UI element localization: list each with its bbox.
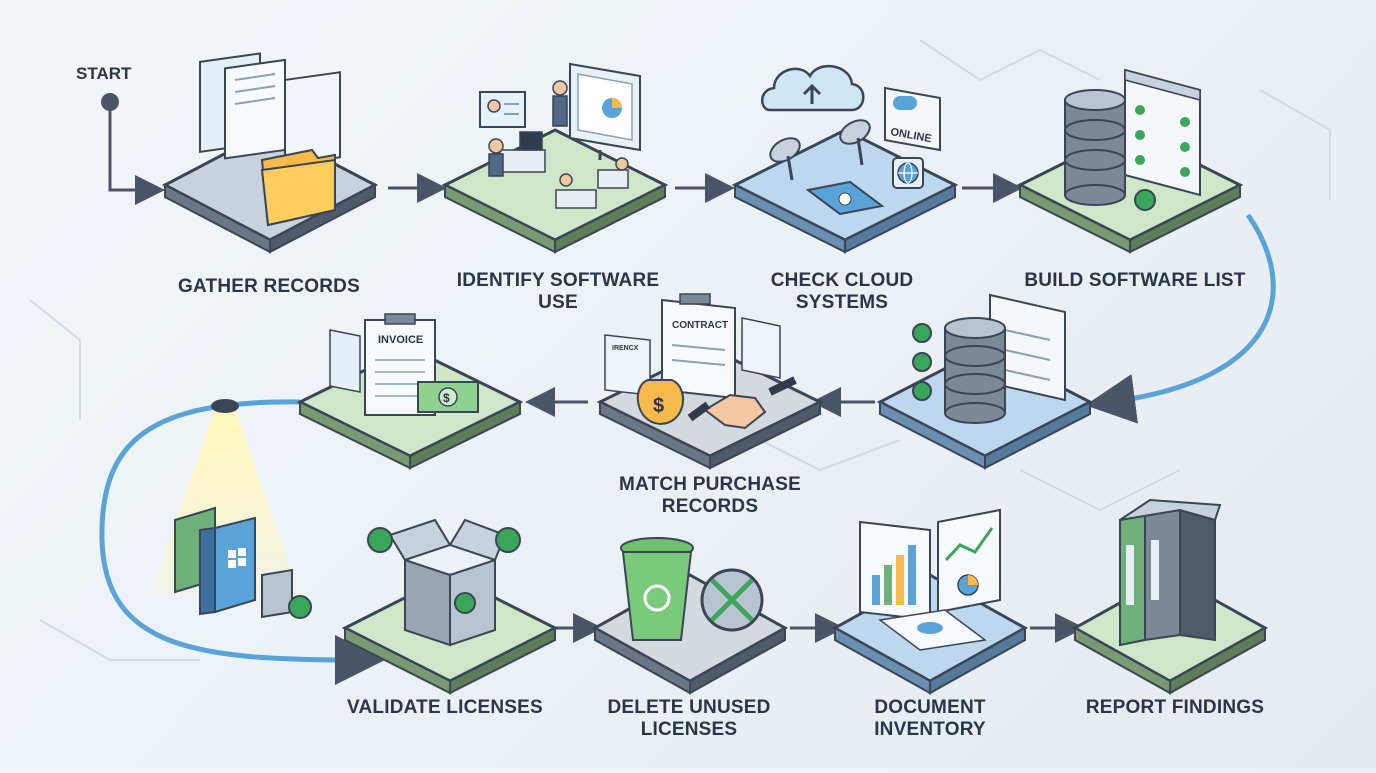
tile-identify-software-use [441, 62, 669, 254]
recycle-bin-icon [620, 537, 694, 641]
step-label-match-purchase-records: MATCH PURCHASE RECORDS [619, 474, 801, 517]
background-lines [29, 39, 1331, 661]
folder-icon [260, 148, 336, 227]
tile-build-software-list [1016, 68, 1244, 254]
list-panel-icon [989, 293, 1066, 402]
invoice-text: INVOICE [378, 334, 423, 346]
tile-invoice: INVOICE $ [296, 313, 524, 470]
small-invoice-text: IRENCX [612, 345, 639, 352]
online-panel-icon: ONLINE [884, 86, 941, 152]
handshake-icon [687, 376, 797, 430]
tile-match-purchase-records: CONTRACT IRENCX $ [596, 293, 824, 470]
database-icon [1064, 89, 1126, 206]
start-connector [101, 93, 165, 205]
flow-arrow-right-curve [1085, 213, 1276, 424]
document-stack-icon [199, 52, 341, 167]
tile-software-list-database [876, 293, 1094, 470]
step-label-validate-licenses: VALIDATE LICENSES [347, 697, 543, 718]
step-label-report-findings: REPORT FINDINGS [1085, 697, 1265, 718]
step-label-identify-software-use: IDENTIFY SOFTWARE USE [456, 270, 660, 313]
step-label-check-cloud-systems: CHECK CLOUD SYSTEMS [770, 270, 914, 313]
step-label-document-inventory: DOCUMENT INVENTORY [874, 697, 986, 740]
open-box-icon [388, 518, 507, 647]
start-label: START [76, 64, 132, 83]
binders-icon [1119, 498, 1222, 647]
profile-card-icon [479, 91, 526, 128]
check-badges-icon [912, 323, 932, 401]
money-symbol: $ [653, 395, 664, 417]
tile-validate-licenses [341, 518, 559, 695]
side-document-icon [741, 317, 781, 379]
checklist-panel-icon [1124, 68, 1201, 197]
tile-gather-records [161, 52, 379, 254]
check-badge-icon [1134, 189, 1156, 211]
tablet-globe-icon [805, 180, 885, 216]
cash-bill-icon: $ [417, 381, 479, 413]
people-at-desks-icon [488, 80, 629, 209]
spotlight-software-boxes [150, 399, 312, 619]
cash-symbol: $ [443, 391, 450, 405]
step-label-delete-unused-licenses: DELETE UNUSED LICENSES [607, 697, 771, 740]
check-badge-icon [495, 527, 521, 553]
cancel-disc-icon [700, 568, 764, 632]
software-box-icon [174, 506, 312, 619]
step-label-build-software-list: BUILD SOFTWARE LIST [1024, 270, 1246, 291]
tile-check-cloud-systems: ONLINE [731, 64, 959, 254]
contract-text: CONTRACT [672, 320, 728, 331]
step-label-gather-records: GATHER RECORDS [178, 276, 360, 297]
money-bag-icon: $ [636, 379, 685, 426]
globe-icon [892, 157, 924, 189]
report-charts-icon [859, 508, 1001, 651]
satellite-dish-icon [769, 119, 871, 181]
tile-document-inventory [831, 508, 1029, 695]
check-badge-icon [367, 527, 393, 553]
contract-document-icon: CONTRACT [661, 293, 736, 400]
cloud-upload-icon [761, 64, 865, 112]
monitor-icon [569, 62, 641, 160]
tile-delete-unused-licenses [591, 537, 789, 695]
tile-report-findings [1071, 498, 1269, 695]
flow-arrow-left-curve [99, 399, 385, 685]
database-icon [944, 317, 1006, 424]
